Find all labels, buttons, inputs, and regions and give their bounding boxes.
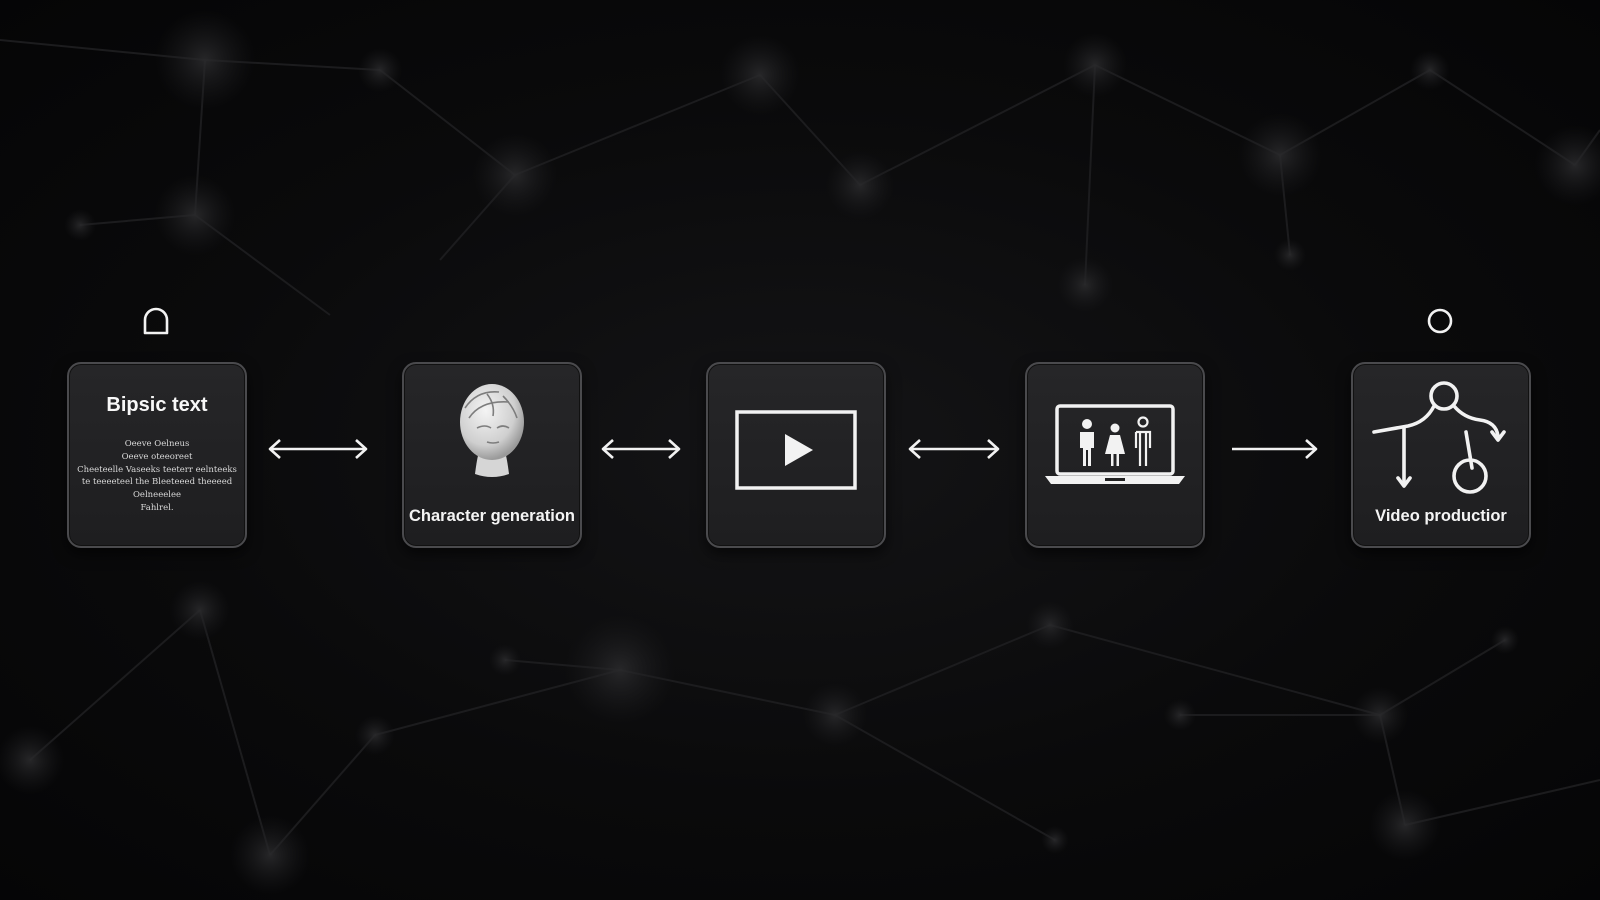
text-line: Oelneeelee [132,490,182,501]
text-line: Cheeteelle Vaseeks teeterr eelnteeks [77,464,237,475]
text-line: Oeeve Oelneus [124,439,190,449]
step-card-video [706,362,886,548]
bidirectional-arrow-icon [268,439,368,459]
bidirectional-arrow-icon [908,439,1000,459]
play-video-icon [735,410,857,490]
step-card-production: Video productior [1351,362,1531,548]
arch-marker-icon [143,307,169,335]
step-card-laptop [1025,362,1205,548]
text-line: te teeeeteel the Bleeteeed theeeed [81,477,233,488]
forward-arrow-icon [1232,439,1318,459]
step-card-text: Bipsic text Oeeve Oelneus Oeeve oteeoree… [67,362,247,548]
step-text-lines: Oeeve Oelneus Oeeve oteeoreet Cheeteelle… [77,438,237,515]
step-title: Bipsic text [106,394,208,416]
step-label: Video productior [1375,507,1507,525]
step-card-character: Character generation [402,362,582,548]
step-label: Character generation [409,507,575,525]
laptop-people-icon [1045,404,1185,484]
bidirectional-arrow-icon [601,439,681,459]
circle-marker-icon [1427,308,1453,334]
text-line: Fahlrel. [140,502,174,513]
head-bust-icon [460,384,524,477]
text-line: Oeeve oteeoreet [121,451,193,462]
motion-figure-icon [1372,381,1506,494]
